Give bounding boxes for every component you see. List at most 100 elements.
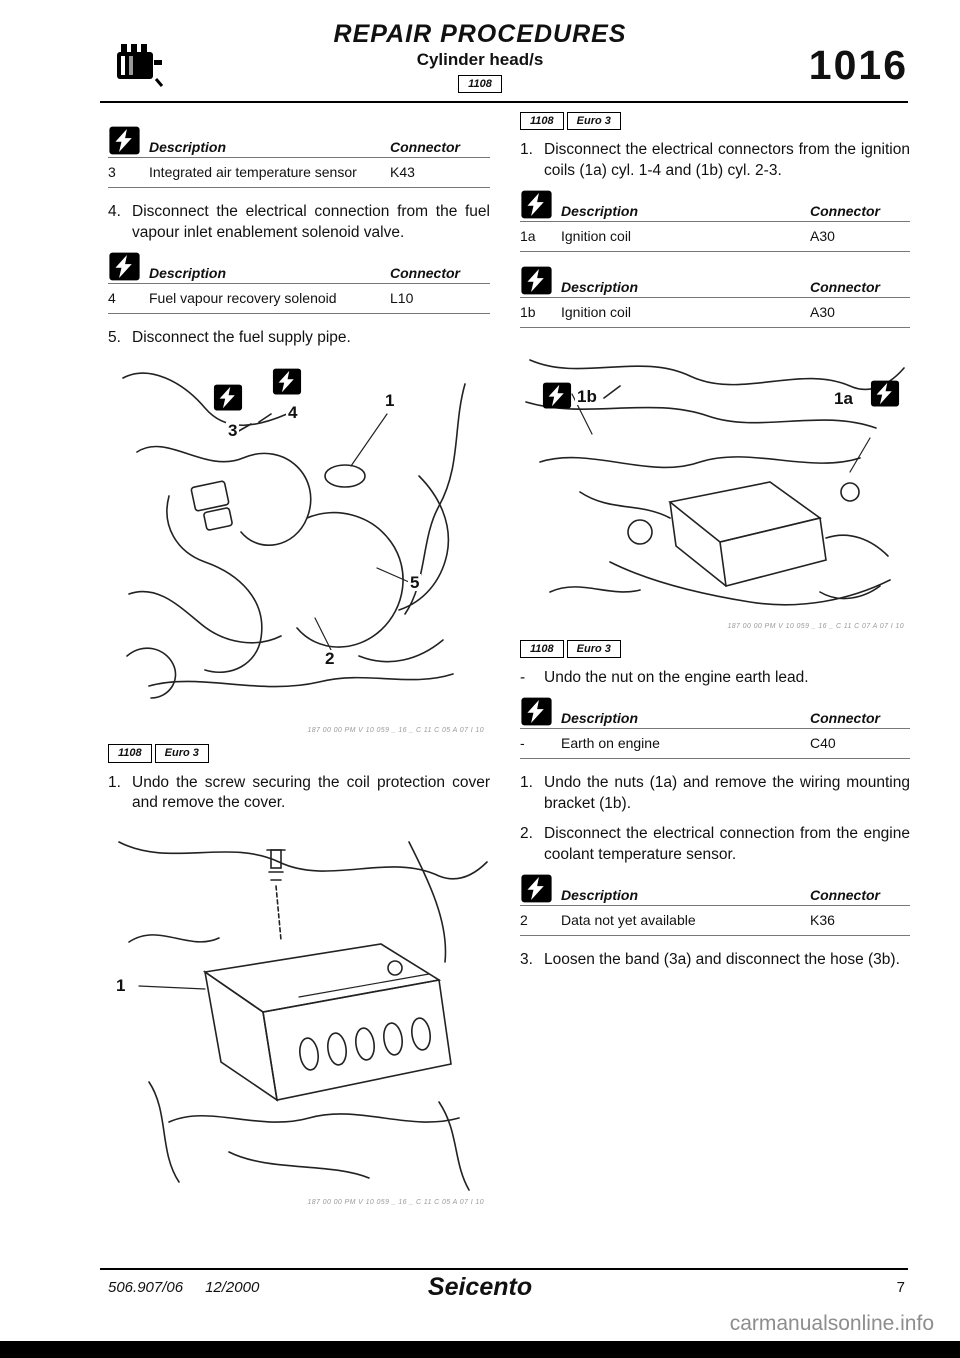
header-rule	[100, 101, 908, 103]
lightning-icon	[542, 382, 572, 409]
code-1108-badge: 1108	[108, 744, 152, 763]
lightning-icon	[870, 380, 900, 407]
figure-plate-code: 187 00 00 PM V 10 059 _ 16 _ C 11 C 05 A…	[307, 1199, 484, 1207]
step-item: 1. Undo the screw securing the coil prot…	[108, 773, 490, 815]
step-number: 1.	[520, 773, 533, 791]
right-column: 1108 Euro 3 1. Disconnect the electrical…	[520, 110, 910, 979]
step-text: Undo the screw securing the coil protect…	[132, 773, 490, 812]
step-number: 2.	[520, 825, 533, 843]
figure-coil-protection-cover: 1 187 00 00 PM V 10 059 _ 16 _ C 11 C 05…	[108, 822, 490, 1210]
figure-fuel-supply-pipe: 3 4 1 5 2 187 00 00 PM V 10 059 _ 16 _ C…	[108, 356, 490, 738]
euro3-badge: Euro 3	[566, 639, 621, 659]
watermark-text: carmanualsonline.info	[729, 1312, 934, 1335]
row-connector: L10	[390, 289, 414, 306]
row-ref: 3	[108, 164, 116, 180]
step-number: 4.	[108, 203, 121, 220]
row-connector: A30	[810, 303, 835, 320]
lightning-icon	[520, 266, 553, 295]
row-description: Ignition coil	[561, 227, 632, 244]
step-item: 1. Undo the nuts (1a) and remove the wir…	[520, 773, 910, 815]
step-text: Loosen the band (3a) and disconnect the …	[544, 950, 900, 968]
step-text: Disconnect the fuel supply pipe.	[132, 328, 351, 346]
column-header-connector: Connector	[390, 139, 460, 155]
table-row: 3 Integrated air temperature sensor K43	[108, 158, 490, 188]
column-header-connector: Connector	[810, 709, 880, 726]
lightning-icon	[520, 874, 553, 903]
connector-table-air-temp: Description Connector 3 Integrated air t…	[108, 126, 490, 188]
column-header-connector: Connector	[810, 278, 880, 295]
figure-ignition-coils: 1b 1a 187 00 00 PM V 10 059 _ 16 _ C 11 …	[520, 342, 910, 634]
variant-badges: 1108 Euro 3	[520, 639, 910, 659]
figure-callout-1a: 1a	[832, 388, 855, 408]
footer-rule	[100, 1268, 908, 1270]
row-connector: K36	[810, 911, 835, 928]
table-row: 4 Fuel vapour recovery solenoid L10	[108, 284, 490, 314]
lightning-icon	[520, 190, 553, 219]
code-1108-badge: 1108	[520, 112, 564, 131]
row-connector: A30	[810, 227, 835, 244]
step-text: Disconnect the electrical connection fro…	[544, 825, 910, 864]
column-header-connector: Connector	[810, 202, 880, 219]
column-header-connector: Connector	[390, 264, 460, 281]
bottom-bar	[0, 1341, 960, 1358]
table-row: - Earth on engine C40	[520, 729, 910, 759]
column-header-description: Description	[149, 264, 227, 281]
figure-callout-1b: 1b	[575, 386, 599, 406]
row-ref: -	[520, 734, 525, 751]
row-description: Fuel vapour recovery solenoid	[149, 289, 337, 306]
code-1108-badge: 1108	[520, 639, 564, 659]
step-text: Undo the nut on the engine earth lead.	[544, 669, 809, 687]
row-connector: C40	[810, 734, 836, 751]
euro3-badge: Euro 3	[154, 744, 209, 763]
lightning-icon	[213, 384, 243, 411]
row-description: Data not yet available	[561, 911, 696, 928]
figure-callout-4: 4	[286, 403, 300, 423]
header-code-badge-wrap: 1108	[0, 74, 960, 94]
connector-table-fuel-vapour: Description Connector 4 Fuel vapour reco…	[108, 252, 490, 314]
row-ref: 1a	[520, 227, 536, 244]
page-subtitle: Cylinder head/s	[416, 50, 544, 69]
lightning-icon	[108, 252, 141, 281]
lightning-icon	[272, 368, 302, 395]
row-description: Ignition coil	[561, 303, 632, 320]
column-header-connector: Connector	[810, 886, 880, 903]
column-header-description: Description	[561, 886, 639, 903]
page-title: REPAIR PROCEDURES	[333, 20, 627, 48]
step-number: 1.	[520, 141, 533, 159]
row-ref: 4	[108, 289, 116, 306]
figure-callout-1: 1	[383, 391, 397, 411]
variant-badges: 1108 Euro 3	[108, 744, 490, 763]
table-row: 1b Ignition coil A30	[520, 298, 910, 328]
step-item: 3. Loosen the band (3a) and disconnect t…	[520, 950, 910, 971]
step-item: 4. Disconnect the electrical connection …	[108, 202, 490, 244]
code-1108-badge: 1108	[458, 75, 502, 94]
figure-plate-code: 187 00 00 PM V 10 059 _ 16 _ C 11 C 07 A…	[727, 622, 904, 630]
connector-table-earth: Description Connector - Earth on engine …	[520, 697, 910, 759]
row-connector: K43	[390, 164, 415, 180]
connector-table-coil-1b: Description Connector 1b Ignition coil A…	[520, 266, 910, 328]
step-number: 5.	[108, 328, 121, 346]
column-header-description: Description	[561, 278, 639, 295]
figure-plate-code: 187 00 00 PM V 10 059 _ 16 _ C 11 C 05 A…	[307, 727, 484, 735]
figure-callout-3: 3	[226, 421, 240, 441]
row-description: Earth on engine	[561, 734, 660, 751]
euro3-badge: Euro 3	[566, 112, 621, 131]
step-item: 1. Disconnect the electrical connectors …	[520, 140, 910, 182]
step-item: 5. Disconnect the fuel supply pipe.	[108, 328, 490, 349]
step-item: 2. Disconnect the electrical connection …	[520, 824, 910, 866]
figure-callout-5: 5	[408, 573, 422, 593]
left-column: Description Connector 3 Integrated air t…	[108, 118, 490, 1216]
figure-callout-2: 2	[323, 649, 337, 669]
variant-badges: 1108 Euro 3	[520, 112, 910, 131]
lightning-icon	[108, 126, 141, 155]
engine-icon	[112, 40, 166, 88]
connector-table-coil-1a: Description Connector 1a Ignition coil A…	[520, 190, 910, 252]
column-header-description: Description	[561, 709, 639, 726]
table-row: 2 Data not yet available K36	[520, 906, 910, 936]
step-text: Disconnect the electrical connection fro…	[132, 203, 490, 241]
column-header-description: Description	[149, 139, 227, 155]
doc-date: 12/2000	[205, 1279, 260, 1296]
step-text: Disconnect the electrical connectors fro…	[544, 141, 910, 180]
